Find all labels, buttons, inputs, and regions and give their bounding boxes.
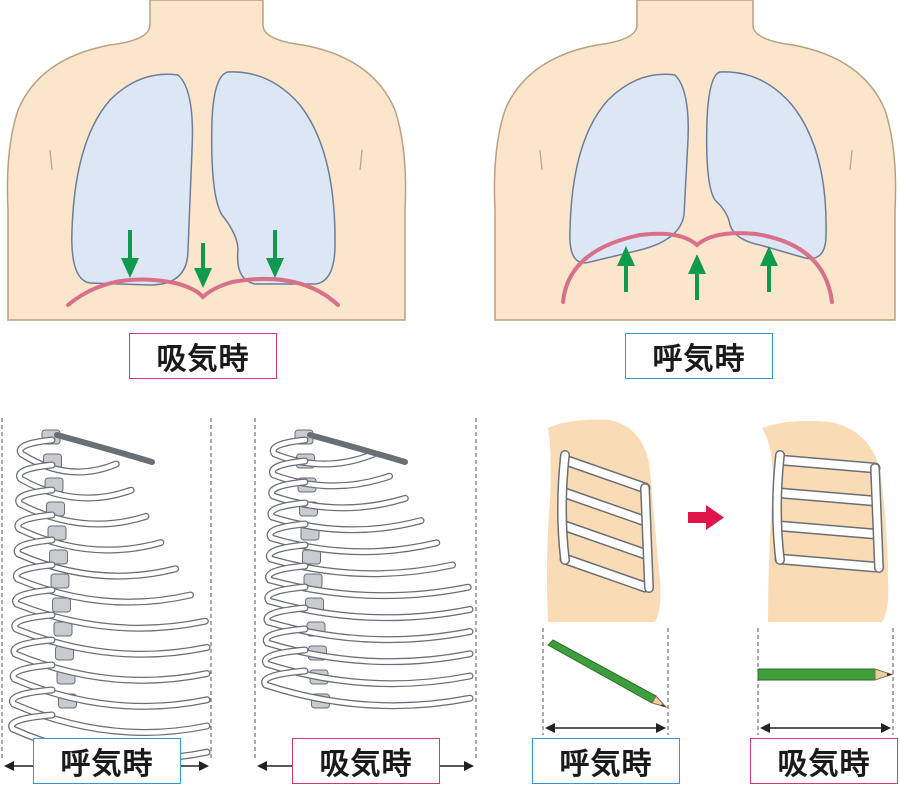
pencil-tilted: [547, 639, 668, 708]
vertebra: [49, 549, 68, 565]
vertebra: [52, 597, 71, 613]
diaphragm-exhale: [561, 231, 834, 304]
rib-fill: [561, 456, 649, 492]
label-inhale-side: 吸気時: [750, 738, 898, 784]
rib: [261, 667, 474, 710]
rib-fill: [12, 612, 210, 657]
lung-left-inhale: [71, 73, 194, 286]
rib-fill: [11, 637, 210, 683]
label-inhale-top: 吸気時: [129, 333, 277, 379]
label-exhale-top: 呼気時: [625, 333, 773, 379]
rib-fill: [271, 437, 376, 467]
pencil-horizontal: [757, 668, 894, 681]
rib-fill: [263, 647, 473, 686]
width-arrow: [545, 723, 666, 733]
rib-fill: [776, 555, 879, 571]
rib-fill: [268, 500, 424, 533]
rib-fill: [262, 668, 473, 708]
label-inhale-ribcage: 吸気時: [292, 738, 440, 784]
rib-fill: [561, 555, 649, 591]
down-arrow-icon: [121, 230, 139, 278]
torso-exhale-panel: [493, 0, 897, 321]
rib-fill: [561, 489, 649, 525]
up-arrow-icon: [760, 246, 778, 292]
rib: [8, 686, 211, 736]
ribs-side-inhale: [757, 420, 894, 735]
torso-inhale-panel: [6, 0, 407, 321]
lung-left-exhale: [569, 73, 689, 264]
up-arrow-icon: [688, 254, 706, 300]
rib-fill: [269, 479, 408, 511]
rib-fill: [18, 437, 119, 475]
down-arrow-icon: [266, 230, 284, 278]
vertebra: [302, 549, 321, 565]
width-arrow: [760, 723, 891, 733]
ribcage-inhale: [254, 418, 477, 771]
label-exhale-side: 呼気時: [532, 738, 680, 784]
rib-fill: [10, 662, 210, 709]
rib: [10, 636, 211, 684]
ribcage-exhale: [1, 418, 212, 771]
rib-fill: [776, 489, 879, 505]
rib: [9, 661, 211, 710]
clavicle: [307, 432, 408, 465]
ribs-side-exhale: [542, 419, 669, 735]
clavicle: [54, 432, 155, 465]
diaphragm-inhale: [66, 276, 340, 307]
vertebra: [53, 621, 73, 637]
rib-fill: [16, 487, 149, 527]
down-arrow-icon: [194, 243, 212, 288]
label-exhale-ribcage: 呼気時: [33, 738, 181, 784]
rib-fill: [561, 522, 649, 558]
up-arrow-icon: [617, 246, 635, 292]
right-arrow-icon: [688, 505, 724, 530]
rib-fill: [776, 522, 879, 538]
lung-right-inhale: [210, 71, 336, 285]
rib-fill: [15, 512, 164, 553]
rib-fill: [270, 458, 392, 489]
lung-right-exhale: [705, 71, 827, 260]
rib-fill: [17, 462, 134, 501]
rib-fill: [776, 456, 879, 472]
vertebra: [50, 573, 70, 589]
rib: [11, 611, 211, 658]
rib-fill: [14, 537, 178, 579]
